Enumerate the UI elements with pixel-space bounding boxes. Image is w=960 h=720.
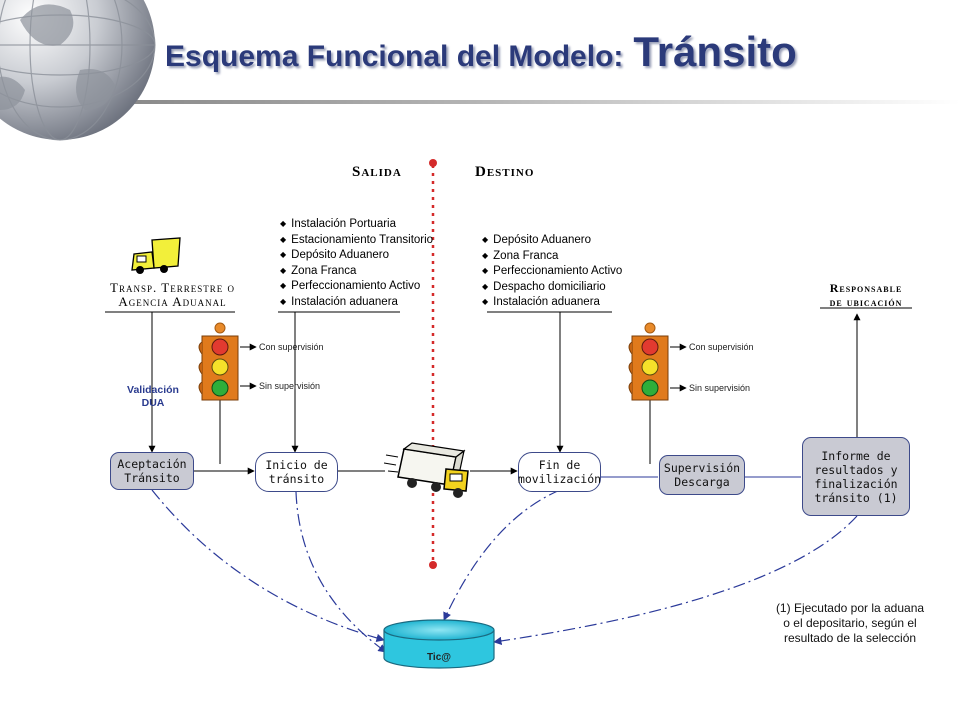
globe-icon	[0, 0, 156, 141]
aceptacion-transito-box: Aceptación Tránsito	[110, 452, 194, 490]
box-label: Inicio de	[265, 458, 328, 472]
box-label: Fin de	[538, 458, 581, 472]
list-item: Depósito Aduanero	[280, 248, 433, 264]
list-item: Despacho domiciliario	[482, 280, 622, 296]
box-label: Aceptación	[117, 457, 187, 471]
dashed-aceptacion-to-db	[151, 489, 385, 643]
divider-top-dot	[429, 159, 437, 167]
fin-movilizacion-box: Fin de movilización	[518, 452, 601, 492]
footnote-line3: resultado de la selección	[783, 631, 917, 645]
agent-label-line1: Transp. Terrestre o	[110, 280, 235, 295]
destino-list: Depósito Aduanero Zona Franca Perfeccion…	[482, 233, 622, 311]
list-item: Zona Franca	[280, 264, 433, 280]
list-item: Instalación aduanera	[482, 295, 622, 311]
box-label: Informe de	[821, 448, 891, 463]
list-item: Zona Franca	[482, 249, 622, 265]
dashed-fin-to-db	[443, 489, 561, 621]
truck-icon	[384, 442, 469, 498]
header-destino: Destino	[475, 164, 535, 180]
box-label: resultados y	[814, 462, 898, 477]
page-title: Esquema Funcional del Modelo: Tránsito	[165, 28, 797, 76]
list-item: Depósito Aduanero	[482, 233, 622, 249]
list-item: Estacionamiento Transitorio	[280, 233, 433, 249]
inicio-transito-box: Inicio de tránsito	[255, 452, 338, 492]
con-supervision-label-left: Con supervisión	[259, 342, 324, 352]
footnote-line2: o el depositario, según el	[783, 616, 917, 630]
footnote-line1: (1) Ejecutado por la aduana	[775, 601, 925, 615]
dashed-inicio-to-db	[295, 491, 387, 653]
sin-supervision-label-left: Sin supervisión	[259, 381, 321, 391]
header-salida: Salida	[352, 164, 402, 180]
traffic-light-icon	[628, 322, 669, 401]
box-label: tránsito	[268, 472, 325, 486]
box-label: finalización	[814, 476, 898, 491]
responsable-label: Responsable de ubicación	[810, 281, 922, 309]
list-item: Perfeccionamiento Activo	[280, 279, 433, 295]
footnote: (1) Ejecutado por la aduana o el deposit…	[760, 601, 940, 646]
list-item: Instalación aduanera	[280, 295, 433, 311]
validation-line2: DUA	[141, 397, 165, 409]
database-label: Tic@	[426, 652, 452, 663]
box-label: tránsito (1)	[814, 490, 898, 505]
dashed-informe-to-db	[493, 515, 858, 646]
title-main: Esquema Funcional del Modelo:	[165, 40, 624, 73]
database-icon	[383, 619, 495, 669]
small-truck-icon	[131, 237, 181, 274]
sin-supervision-label-right: Sin supervisión	[689, 383, 751, 393]
title-emphasis: Tránsito	[633, 28, 797, 75]
divider-bottom-dot	[429, 561, 437, 569]
con-supervision-label-right: Con supervisión	[689, 342, 754, 352]
salida-list: Instalación Portuaria Estacionamiento Tr…	[280, 217, 433, 310]
agent-label: Transp. Terrestre o Agencia Aduanal	[105, 281, 240, 309]
box-label: Tránsito	[124, 471, 180, 485]
box-label: Descarga	[674, 475, 730, 489]
list-item: Perfeccionamiento Activo	[482, 264, 622, 280]
validation-label: Validación DUA	[118, 384, 188, 410]
validation-line1: Validación	[127, 384, 179, 396]
traffic-light-icon	[198, 322, 239, 401]
box-label: Supervisión	[663, 461, 741, 475]
box-label: movilización	[517, 472, 602, 486]
responsable-line2: de ubicación	[829, 295, 903, 309]
responsable-line1: Responsable	[829, 281, 903, 295]
supervision-descarga-box: Supervisión Descarga	[659, 455, 745, 495]
list-item: Instalación Portuaria	[280, 217, 433, 233]
informe-resultados-box: Informe de resultados y finalización trá…	[802, 437, 910, 516]
agent-label-line2: Agencia Aduanal	[118, 294, 227, 309]
